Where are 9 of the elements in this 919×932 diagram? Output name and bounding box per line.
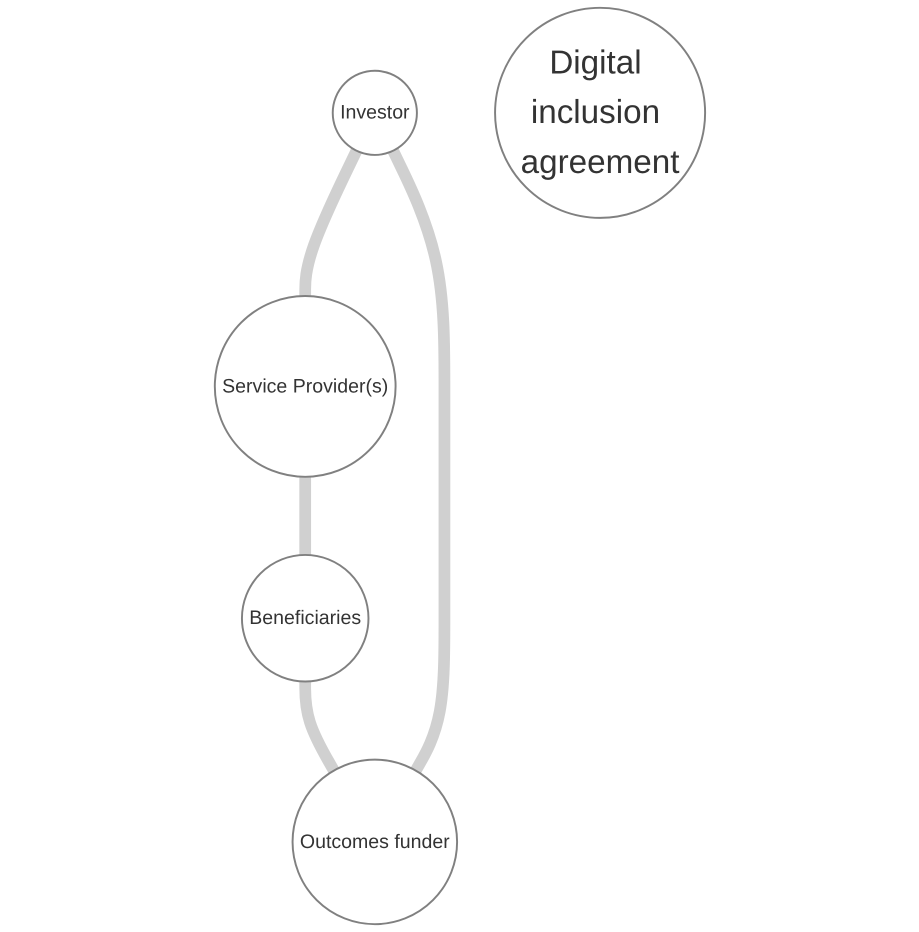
node-circle: Outcomes funder [291, 758, 458, 926]
node-circle: Digital inclusion agreement [494, 6, 706, 219]
connector [298, 148, 362, 296]
connector [387, 148, 450, 774]
node-circle: Investor [331, 70, 418, 156]
connector [298, 476, 311, 555]
node-circle: Beneficiaries [240, 554, 369, 682]
connector [298, 681, 338, 774]
node-circle: Service Provider(s) [213, 295, 396, 478]
